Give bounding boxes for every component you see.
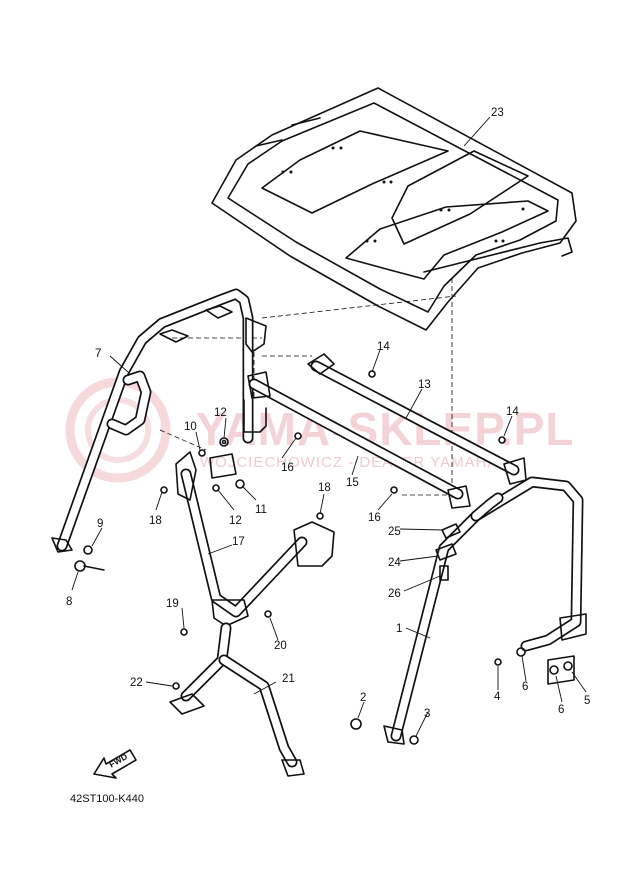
callout-14-b: 14 (506, 406, 519, 418)
callout-25: 25 (388, 526, 401, 538)
callout-9: 9 (97, 518, 103, 530)
callout-7: 7 (95, 348, 101, 360)
callout-17: 17 (232, 536, 245, 548)
fwd-arrow: FWD (93, 749, 137, 779)
callout-21: 21 (282, 673, 295, 685)
callout-4: 4 (494, 691, 501, 703)
callout-5: 5 (584, 695, 590, 707)
callout-24: 24 (388, 557, 401, 569)
callout-18-b: 18 (318, 482, 331, 494)
callout-26: 26 (388, 588, 401, 600)
callout-12-b: 12 (229, 515, 242, 527)
callout-23: 23 (491, 107, 504, 119)
watermark: YAMA-SKLEP.PL WOJCIECHOWICZ - DEALER YAM… (65, 377, 575, 483)
callout-16-a: 16 (281, 462, 294, 474)
callout-20: 20 (274, 640, 287, 652)
callout-3: 3 (424, 708, 430, 720)
part-frame-rear-left (51, 288, 267, 553)
part-frame-front-right (383, 476, 587, 745)
callout-6-a: 6 (522, 681, 528, 693)
part-brace-left (175, 451, 335, 627)
callout-19: 19 (166, 598, 179, 610)
callout-14-a: 14 (377, 341, 390, 353)
callout-22: 22 (130, 677, 143, 689)
callout-2: 2 (360, 692, 366, 704)
callout-12-a: 12 (214, 407, 227, 419)
callout-18-a: 18 (149, 515, 162, 527)
callout-11: 11 (255, 504, 267, 516)
part-cross-bars (243, 353, 527, 509)
part-roof-panel (211, 87, 577, 331)
watermark-sub-text: WOJCIECHOWICZ - DEALER YAMAHA (200, 454, 498, 471)
fasteners (74, 370, 573, 745)
callout-16-b: 16 (368, 512, 381, 524)
leader-lines (71, 116, 587, 737)
watermark-main-text: YAMA-SKLEP.PL (196, 403, 575, 455)
callout-1: 1 (396, 623, 402, 635)
callout-13: 13 (418, 379, 431, 391)
callout-8: 8 (66, 596, 72, 608)
callouts: 23 7 14 13 14 12 10 16 15 11 12 18 18 16… (66, 107, 590, 720)
part-stand (169, 622, 305, 777)
callout-6-b: 6 (558, 704, 564, 716)
callout-10: 10 (184, 421, 197, 433)
diagram-code: 42ST100-K440 (70, 793, 144, 805)
callout-15: 15 (346, 477, 359, 489)
